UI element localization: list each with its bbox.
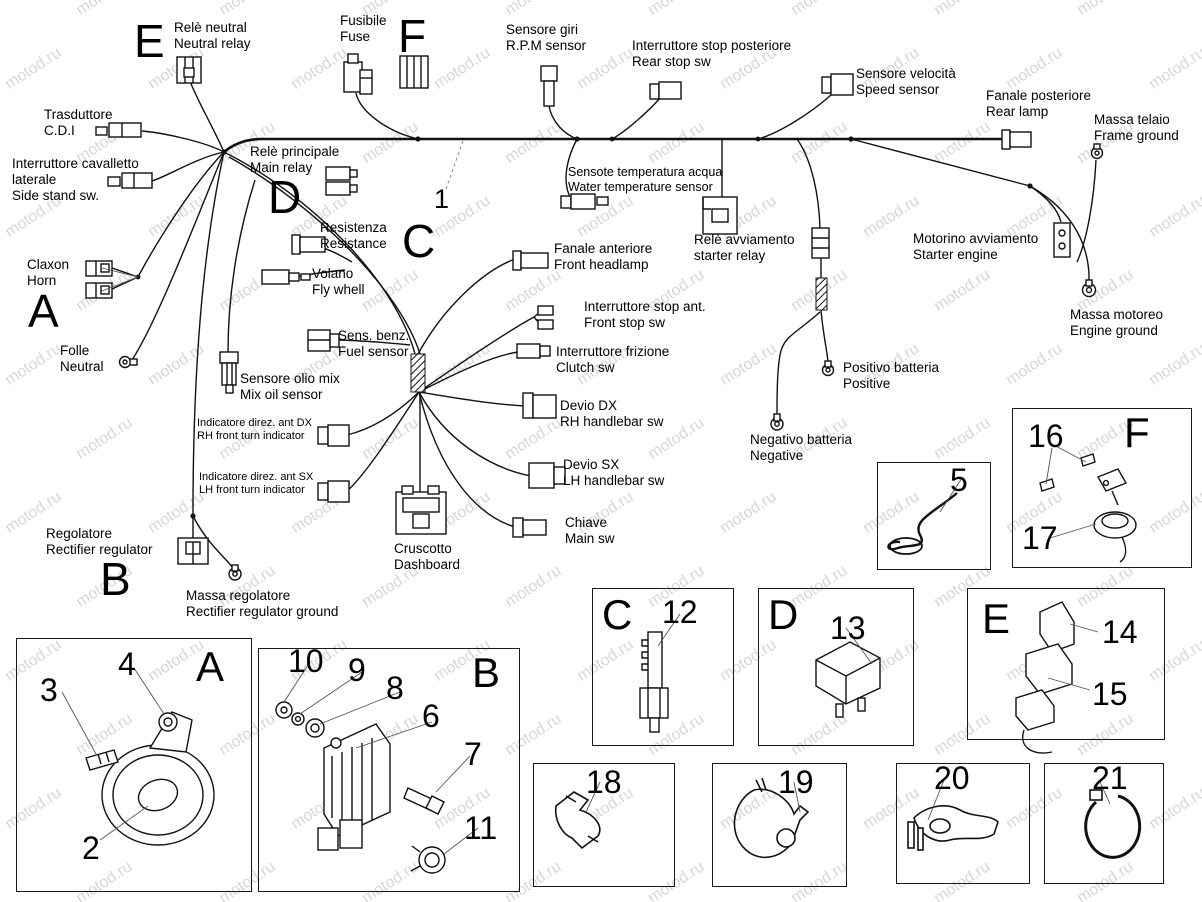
label-neutral: Folle Neutral [60,343,104,374]
part-18-drawing [554,791,601,850]
label-rear-stop-sw: Interruttore stop posteriore Rear stop s… [632,38,792,69]
label-positive-battery: Positivo batteria Positive [843,360,940,391]
part-box-5 [877,462,991,570]
part-20-drawing [907,805,999,851]
part-box-c [592,588,734,746]
label-clutch-sw: Interruttore frizione Clutch sw [556,344,670,375]
callout-letter-c: C [402,215,436,267]
part-box-b [258,648,520,892]
box-letter-b: B [472,649,501,696]
box-letter-c: C [602,591,633,638]
label-starter-relay: Relè avviamento starter relay [694,232,795,263]
callout-letter-d: D [268,171,302,223]
callout-number-1: 1 [434,184,450,214]
box-letter-f: F [1124,409,1150,456]
label-horn: Claxon Horn [27,257,70,288]
label-rh-turn-indicator: Indicatore direz. ant DX RH front turn i… [197,417,312,442]
label-lh-turn-indicator: Indicatore direz. ant SX LH front turn i… [199,471,314,496]
label-engine-ground: Massa motoreo Engine ground [1070,307,1164,338]
label-cdi: Trasduttore C.D.I [44,107,113,138]
label-regulator: Regolatore Rectifier regulator [46,526,153,557]
label-resistance: Resistenza Resistance [320,220,387,251]
box-letter-d: D [768,591,799,638]
connectors [85,53,1104,581]
label-fuse: Fusibile Fuse [340,13,387,44]
part-box-19 [712,763,847,887]
part-box-20 [896,763,1030,884]
harness-branches [111,80,1097,569]
callout-number-2: 2 [82,830,100,866]
callout-number-21: 21 [1092,760,1128,796]
label-lh-handlebar: Devio SX LH handlebar sw [563,457,665,488]
box-letter-a: A [196,643,225,690]
label-frame-ground: Massa telaio Frame ground [1094,112,1179,143]
callout-number-11: 11 [464,810,498,846]
junction-dots [135,136,1033,519]
callout-number-14: 14 [1102,614,1138,650]
callout-number-3: 3 [40,672,58,708]
callout-letter-e: E [134,15,165,67]
part-13-drawing [815,641,881,718]
label-side-stand: Interruttore cavalletto laterale Side st… [12,156,139,203]
part-regulator-drawing [275,701,446,874]
callout-number-15: 15 [1092,676,1128,712]
label-dashboard: Cruscotto Dashboard [394,541,461,572]
callout-number-12: 12 [662,594,698,630]
callout-number-5: 5 [950,462,968,498]
label-starter-engine: Motorino avviamento Starter engine [913,231,1039,262]
label-front-stop-sw: Interruttore stop ant. Front stop sw [584,299,706,330]
callout-letter-b: B [100,553,131,605]
callout-number-10: 10 [288,643,324,679]
label-regulator-ground: Massa regolatore Rectifier regulator gro… [186,588,339,619]
part-box-18 [533,763,675,887]
part-box-d [758,588,914,746]
label-rh-handlebar: Devio DX RH handlebar sw [560,398,664,429]
label-negative-battery: Negativo batteria Negative [750,432,853,463]
label-neutral-relay: Relè neutral Neutral relay [174,20,251,51]
part-12-drawing [639,631,669,733]
label-main-relay: Relè principale Main relay [250,144,340,175]
callout-letter-a: A [28,285,59,337]
callout-number-16: 16 [1028,418,1064,454]
part-box-e [967,588,1165,740]
callout-number-6: 6 [422,698,440,734]
part-5-drawing [887,492,958,555]
part-21-drawing [1084,789,1142,859]
callout-number-17: 17 [1022,520,1058,556]
part-box-f [1012,408,1192,568]
callout-number-7: 7 [464,736,482,772]
callout-number-4: 4 [118,646,136,682]
harness-main-bus [223,137,1004,154]
callout-leaders [61,267,1111,855]
label-flywheel: Volano Fly whell [312,266,365,297]
label-mix-oil-sensor: Sensore olio mix Mix oil sensor [240,371,340,402]
label-speed-sensor: Sensore velocità Speed sensor [856,66,956,97]
callout-number-8: 8 [386,670,404,706]
part-f-drawing [1039,453,1137,563]
callout-number-13: 13 [830,610,866,646]
label-rpm-sensor: Sensore giri R.P.M sensor [506,22,587,53]
callout-number-19: 19 [778,764,814,800]
label-main-sw: Chiave Main sw [565,515,615,546]
label-rear-lamp: Fanale posteriore Rear lamp [986,88,1092,119]
callout-letter-f: F [398,10,427,62]
part-19-drawing [733,777,810,859]
box-letter-e: E [982,595,1011,642]
callout-number-18: 18 [586,764,622,800]
label-front-headlamp: Fanale anteriore Front headlamp [554,241,653,272]
label-fuel-sensor: Sens. benz. Fuel sensor [338,328,410,359]
label-water-temp: Sensote temperatura acqua Water temperat… [568,165,723,194]
part-box-a [16,638,252,892]
callout-number-9: 9 [348,652,366,688]
part-box-21 [1044,763,1164,884]
harness-wrap-sections [410,277,828,393]
callout-number-20: 20 [934,760,970,796]
